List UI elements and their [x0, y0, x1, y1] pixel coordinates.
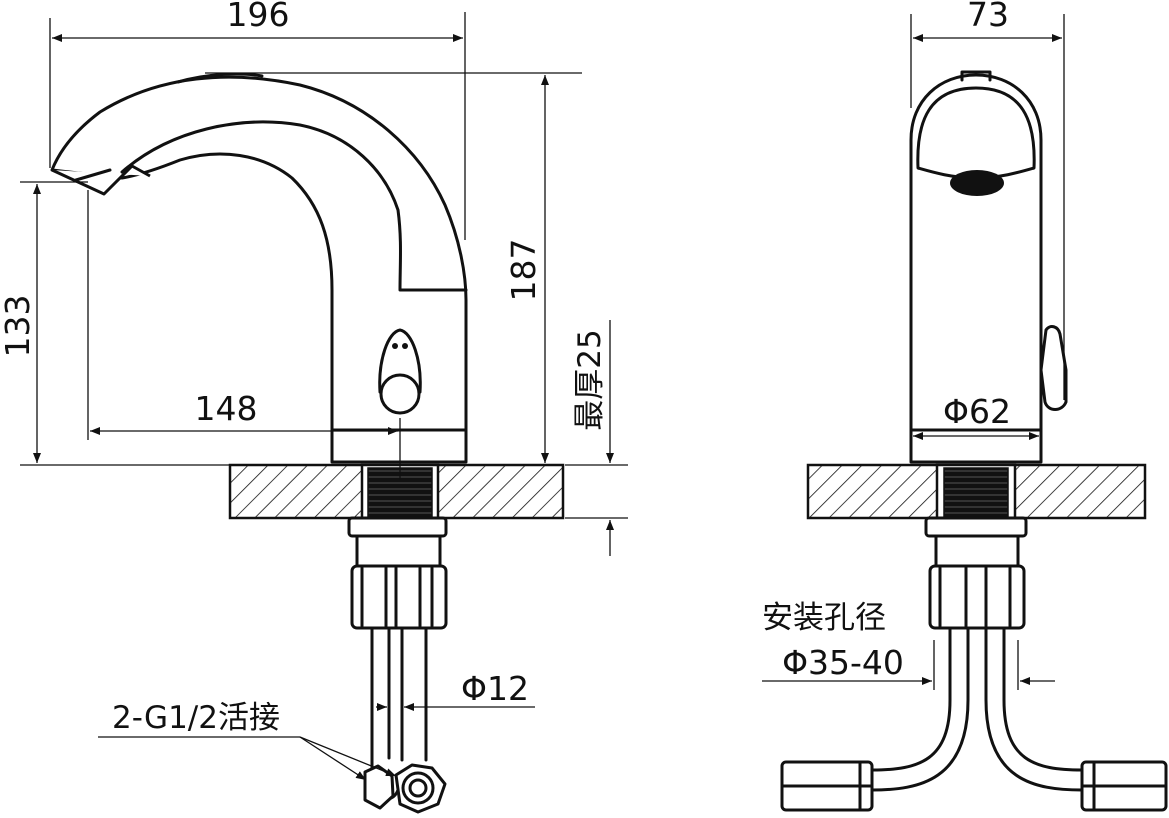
dim-hose-diameter: Φ12 [376, 669, 535, 711]
side-under-fittings [347, 516, 448, 814]
label-spout-reach: 148 [195, 389, 258, 428]
label-hole-range: Φ35-40 [782, 643, 904, 682]
label-base-diameter: Φ62 [943, 392, 1011, 431]
side-countertop [228, 463, 565, 520]
dim-73: 73 [910, 0, 1065, 400]
front-under-fittings [780, 516, 1168, 812]
dim-187: 187 [205, 72, 582, 463]
side-sensor-window [378, 328, 422, 415]
dim-mounting-hole: 安装孔径 Φ35-40 [762, 600, 1055, 690]
dim-133: 133 [0, 181, 330, 466]
dim-148: 148 [87, 190, 401, 480]
front-countertop [806, 463, 1147, 520]
label-connector: 2-G1/2活接 [112, 700, 280, 736]
label-front-width: 73 [967, 0, 1009, 34]
front-side-lever [1039, 325, 1068, 411]
label-hose-diameter: Φ12 [461, 669, 529, 708]
front-view: 73 Φ62 安装孔径 Φ35-40 [762, 0, 1168, 812]
label-max-thickness: 最厚25 [572, 329, 608, 430]
dim-base-diameter: Φ62 [913, 392, 1039, 440]
front-faucet-body [909, 73, 1043, 464]
front-aerator [950, 170, 1004, 196]
label-side-width: 196 [227, 0, 290, 34]
side-faucet-body [50, 75, 468, 464]
side-view: 196 133 148 187 最厚25 [0, 0, 628, 814]
label-spout-height: 133 [0, 295, 37, 358]
leader-connector: 2-G1/2活接 [98, 700, 397, 781]
dim-196: 196 [49, 0, 466, 240]
label-hole-title: 安装孔径 [762, 600, 886, 636]
dim-max-thickness: 最厚25 [565, 320, 628, 556]
label-total-height: 187 [504, 239, 543, 302]
